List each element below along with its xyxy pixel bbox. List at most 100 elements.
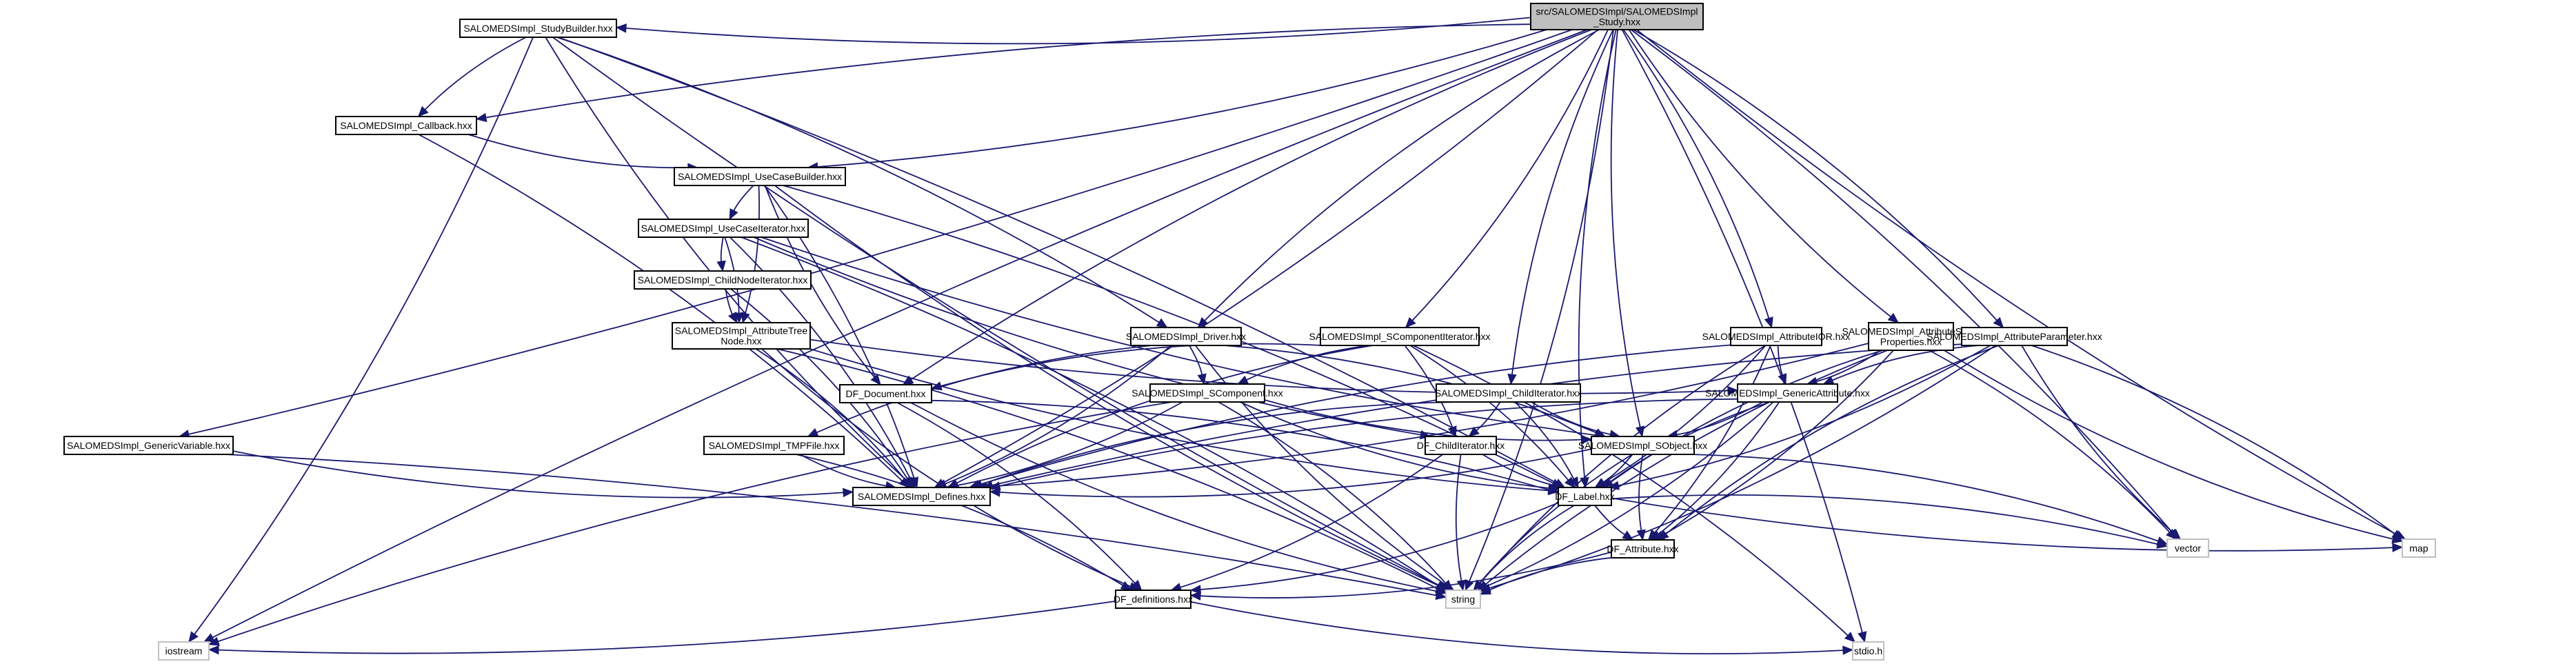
node-dflabel[interactable]: DF_Label.hxx (1555, 487, 1615, 506)
node-box (672, 322, 811, 350)
node-label: SALOMEDSImpl_GenericVariable.hxx (67, 440, 230, 451)
node-genericattr[interactable]: SALOMEDSImpl_GenericAttribute.hxx (1705, 383, 1870, 403)
arrowhead-icon (475, 112, 487, 123)
arrowhead-icon (1473, 579, 1485, 591)
edge-line (2021, 345, 2174, 534)
node-label: _Study.hxx (1593, 17, 1640, 28)
node-childiterator[interactable]: SALOMEDSImpl_ChildIterator.hxx (1435, 383, 1582, 403)
edge-scomponent-to-dflabel (1240, 401, 1560, 493)
node-childnodeiterator[interactable]: SALOMEDSImpl_ChildNodeIterator.hxx (634, 270, 812, 290)
node-map: map (2402, 539, 2436, 558)
node-scompiter[interactable]: SALOMEDSImpl_SComponentIterator.hxx (1309, 327, 1491, 346)
edge-line (809, 339, 1729, 394)
node-string: string (1445, 590, 1481, 609)
edge-line (1200, 502, 1559, 590)
edge-line (1190, 601, 1844, 654)
node-box (1130, 327, 1242, 346)
edge-line (1638, 454, 1644, 531)
node-genericvar[interactable]: SALOMEDSImpl_GenericVariable.hxx (63, 436, 234, 455)
edge-line (1489, 556, 1612, 591)
edge-line (745, 185, 761, 314)
edge-line (1479, 505, 1575, 583)
edge-line (755, 348, 906, 481)
edge-line (999, 398, 1738, 487)
arrowhead-icon (2170, 529, 2182, 540)
node-dfdocument[interactable]: DF_Document.hxx (839, 384, 932, 403)
edge-line (485, 23, 1531, 119)
node-label: stdio.h (1854, 645, 1882, 656)
edge-studybuilder-to-defines (545, 37, 915, 488)
arrowhead-icon (807, 427, 819, 437)
node-box (1737, 383, 1838, 403)
edge-line (1531, 401, 1611, 435)
edge-sobject-to-string (1473, 454, 1633, 591)
edge-dfattribute-to-dfdefinitions (1189, 551, 1612, 601)
node-label: SALOMEDSImpl_ChildIterator.hxx (1435, 388, 1582, 399)
arrowhead-icon (989, 487, 1000, 497)
node-studybuilder[interactable]: SALOMEDSImpl_StudyBuilder.hxx (459, 19, 617, 38)
edge-attrtreenode-to-genericattr (809, 339, 1739, 396)
arrowhead-icon (1636, 529, 1646, 541)
edge-line (1204, 29, 1600, 321)
edge-attrior-to-genericattr (1777, 345, 1787, 385)
node-label: SALOMEDSImpl_AttributeParameter.hxx (1926, 331, 2102, 342)
edge-line (1658, 401, 1780, 535)
node-attrior[interactable]: SALOMEDSImpl_AttributeIOR.hxx (1702, 327, 1851, 346)
arrowhead-icon (2392, 543, 2404, 552)
node-label: SALOMEDSImpl_SComponent.hxx (1131, 388, 1282, 399)
node-label: SALOMEDSImpl_SComponentIterator.hxx (1309, 331, 1490, 342)
edge-study-to-usecasebuilder (807, 29, 1547, 172)
edge-dflabel-to-dfattribute (1594, 505, 1634, 541)
arrowhead-icon (1594, 478, 1607, 488)
arrowhead-icon (1479, 585, 1491, 595)
edge-dfdefinitions-to-stdio (1190, 601, 1854, 655)
edge-line (931, 399, 1549, 491)
edge-driver-to-string (1194, 345, 1455, 591)
node-usecaseiterator[interactable]: SALOMEDSImpl_UseCaseIterator.hxx (638, 219, 809, 238)
node-defines[interactable]: SALOMEDSImpl_Defines.hxx (852, 487, 991, 506)
node-attrstudyprops[interactable]: SALOMEDSImpl_AttributeStudyProperties.hx… (1842, 322, 1980, 351)
edge-scompiter-to-scomponent (1237, 345, 1369, 385)
edge-attrparam-to-vector (2021, 345, 2182, 540)
node-iostream: iostream (158, 641, 210, 661)
edge-line (1621, 29, 1863, 633)
edge-callback-to-usecasebuilder (467, 134, 699, 172)
edge-line (1469, 29, 1614, 582)
edge-line (1189, 345, 1203, 375)
node-driver[interactable]: SALOMEDSImpl_Driver.hxx (1126, 327, 1246, 346)
edge-line (218, 601, 1116, 654)
arrowhead-icon (1468, 426, 1480, 437)
edge-dflabel-to-dfdefinitions (1189, 502, 1559, 594)
node-label: DF_Label.hxx (1555, 491, 1614, 502)
edge-line (774, 185, 1440, 587)
edge-line (799, 454, 887, 487)
node-box (852, 487, 991, 506)
arrowhead-icon (1581, 434, 1593, 445)
node-label: DF_ChildIterator.hxx (1417, 440, 1505, 451)
node-box (459, 19, 617, 38)
edge-line (225, 454, 1437, 596)
arrowhead-icon (843, 487, 854, 498)
node-usecasebuilder[interactable]: SALOMEDSImpl_UseCaseBuilder.hxx (674, 167, 846, 186)
edge-line (558, 37, 1557, 484)
edge-dflabel-to-string (1473, 505, 1575, 591)
node-dfchilditer[interactable]: DF_ChildIterator.hxx (1417, 436, 1505, 455)
node-tmpfile[interactable]: SALOMEDSImpl_TMPFile.hxx (703, 436, 845, 455)
node-dfattribute[interactable]: DF_Attribute.hxx (1607, 539, 1679, 559)
node-study[interactable]: src/SALOMEDSImpl/SALOMEDSImpl_Study.hxx (1530, 3, 1704, 30)
arrowhead-icon (1456, 579, 1466, 592)
edge-line (1618, 345, 1991, 487)
edge-line (232, 450, 844, 499)
edge-line (1594, 505, 1625, 536)
node-attrparam[interactable]: SALOMEDSImpl_AttributeParameter.hxx (1926, 327, 2102, 346)
node-sobject[interactable]: SALOMEDSImpl_SObject.hxx (1578, 436, 1708, 455)
node-box (1730, 327, 1822, 346)
arrowhead-icon (615, 23, 627, 33)
node-scomponent[interactable]: SALOMEDSImpl_SComponent.hxx (1131, 383, 1283, 403)
nodes-layer: src/SALOMEDSImpl/SALOMEDSImpl_Study.hxxS… (63, 3, 2436, 661)
node-dfdefinitions[interactable]: DF_definitions.hxx (1114, 590, 1193, 609)
edge-line (1636, 29, 2397, 536)
node-callback[interactable]: SALOMEDSImpl_Callback.hxx (335, 116, 477, 135)
edge-line (910, 402, 1437, 592)
